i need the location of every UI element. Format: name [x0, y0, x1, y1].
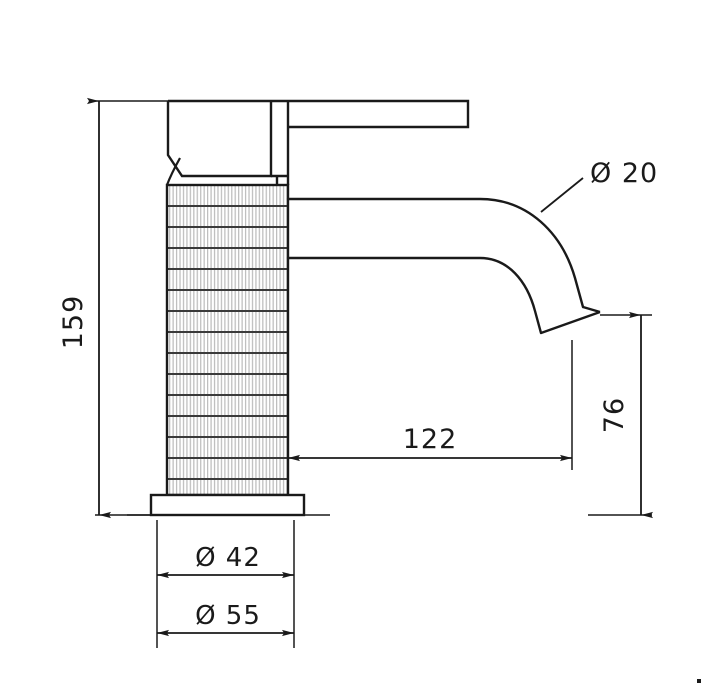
- dimension-label-diameter-55: Ø 55: [195, 601, 261, 631]
- dimension-diameter-20: Ø 20: [540, 158, 658, 213]
- dimension-76: 76: [588, 311, 653, 519]
- leader-line-diameter-20: [540, 177, 584, 213]
- dimension-label-76: 76: [599, 397, 630, 433]
- curved-spout: [286, 197, 601, 335]
- dimension-label-159: 159: [58, 295, 89, 350]
- dimension-diameter-42: Ø 42: [156, 520, 295, 648]
- dimension-diameter-55: Ø 55: [157, 601, 294, 637]
- corner-registration-mark: [697, 679, 701, 683]
- dimension-122: 122: [288, 340, 573, 470]
- dimension-label-diameter-42: Ø 42: [195, 543, 261, 573]
- knurled-body: [165, 183, 290, 497]
- lever-handle: [165, 99, 470, 186]
- dimension-159: 159: [58, 97, 185, 519]
- dimension-label-diameter-20: Ø 20: [590, 158, 658, 189]
- dimension-label-122: 122: [403, 424, 458, 455]
- base-flange: [149, 493, 306, 517]
